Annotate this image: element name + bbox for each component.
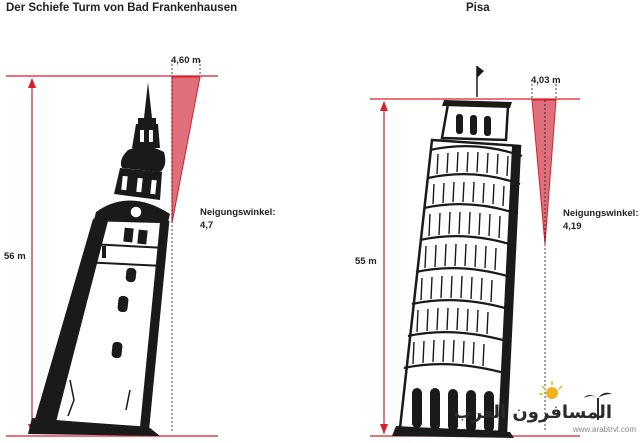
watermark-logo: المسافرون العرب www.arabtrvl.com bbox=[454, 381, 636, 434]
left-offset-label: 4,60 m bbox=[171, 55, 201, 66]
left-tower-title: Der Schiefe Turm von Bad Frankenhausen bbox=[6, 2, 237, 14]
clock-icon bbox=[129, 205, 143, 219]
left-angle-label-line2: 4,7 bbox=[200, 220, 213, 231]
left-height-label-bg bbox=[4, 248, 26, 262]
left-angle-label-line1: Neigungswinkel: bbox=[200, 207, 275, 218]
right-angle-label-line1: Neigungswinkel: bbox=[563, 208, 638, 219]
right-height-label: 55 m bbox=[355, 256, 377, 267]
left-height-arrow-top bbox=[28, 78, 36, 88]
right-offset-label: 4,03 m bbox=[531, 75, 561, 86]
left-offset-guides bbox=[171, 60, 201, 76]
watermark-url: www.arabtrvl.com bbox=[572, 425, 636, 434]
right-tilt-wedge bbox=[531, 99, 557, 245]
left-tilt-wedge bbox=[171, 76, 201, 224]
left-tower-section: Der Schiefe Turm von Bad Frankenhausen 5… bbox=[4, 2, 275, 437]
right-height-arrow-top bbox=[380, 101, 388, 111]
left-height-label: 56 m bbox=[4, 251, 26, 262]
right-height-arrow-bottom bbox=[380, 424, 388, 434]
right-tower-title: Pisa bbox=[466, 2, 490, 14]
left-spire bbox=[144, 82, 152, 118]
palm-tree-icon bbox=[584, 392, 612, 420]
pisa-tower-drawing bbox=[392, 66, 523, 438]
pisa-arcades bbox=[412, 151, 509, 367]
right-tower-section: Pisa 55 m 4,03 m Neigungswinkel: 4,19 bbox=[352, 2, 638, 438]
right-offset-guides bbox=[531, 84, 557, 99]
pisa-ground-arches bbox=[412, 388, 494, 432]
sun-icon bbox=[539, 381, 563, 399]
frankenhausen-tower-drawing bbox=[28, 82, 170, 436]
watermark-logo-text: المسافرون العرب bbox=[454, 402, 612, 423]
flag-icon bbox=[477, 66, 484, 78]
right-height-label-bg bbox=[352, 253, 382, 267]
left-measure-lines bbox=[6, 75, 218, 437]
right-angle-label-line2: 4,19 bbox=[563, 221, 582, 232]
